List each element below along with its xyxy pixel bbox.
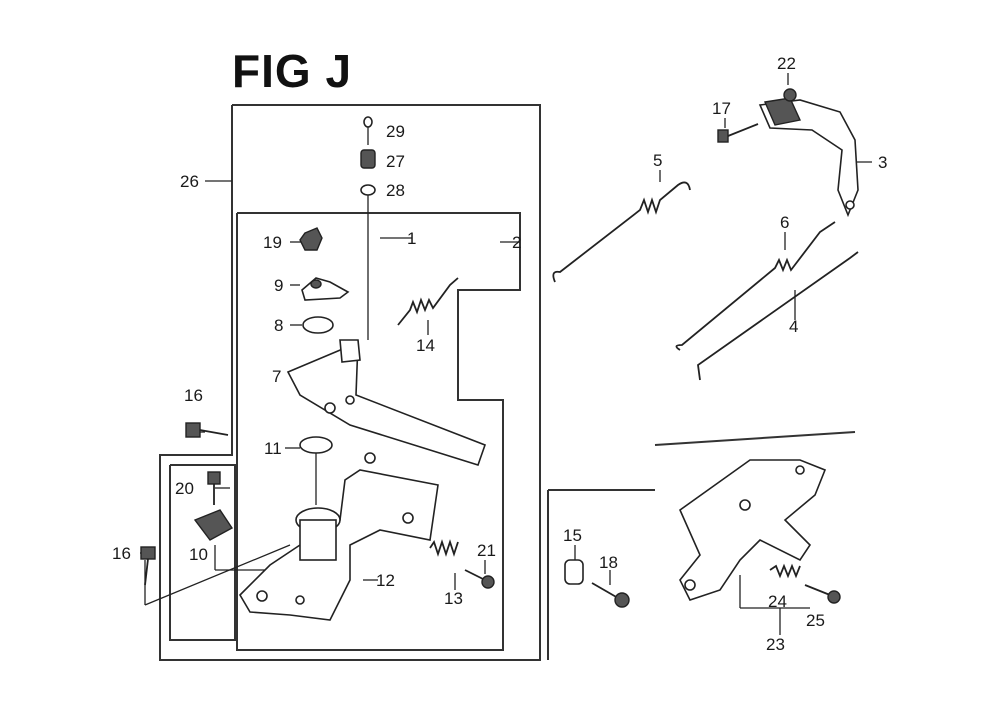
assembly-frames xyxy=(159,104,856,661)
callout-6: 6 xyxy=(780,213,789,232)
part-20-bolt xyxy=(207,471,221,505)
callout-15: 15 xyxy=(563,526,582,545)
callout-16-upper: 16 xyxy=(184,386,203,405)
part-8-washer xyxy=(302,316,334,334)
part-6-spring-rod xyxy=(675,221,836,351)
callout-16-lower: 16 xyxy=(112,544,131,563)
callout-2: 2 xyxy=(512,233,521,252)
callout-27: 27 xyxy=(386,152,405,171)
part-23-bracket-assembly xyxy=(679,459,827,601)
part-21-screw xyxy=(464,569,495,589)
callout-13: 13 xyxy=(444,589,463,608)
part-7-control-lever xyxy=(286,339,487,466)
callout-12: 12 xyxy=(376,571,395,590)
part-27-nut xyxy=(360,149,376,169)
part-28-washer xyxy=(360,184,376,340)
part-16-bolt-upper xyxy=(185,422,229,438)
callout-23: 23 xyxy=(766,635,785,654)
callout-7: 7 xyxy=(272,367,281,386)
part-5-spring-rod xyxy=(552,181,691,283)
figure-title: FIG J xyxy=(232,45,353,97)
part-13-spring xyxy=(429,539,459,557)
callout-8: 8 xyxy=(274,316,283,335)
callout-20: 20 xyxy=(175,479,194,498)
part-19-nut xyxy=(299,227,323,251)
part-3-lever xyxy=(758,97,859,218)
callout-5: 5 xyxy=(653,151,662,170)
part-22-nut xyxy=(783,88,797,102)
callout-19: 19 xyxy=(263,233,282,252)
part-18-bolt xyxy=(591,582,630,608)
callout-10: 10 xyxy=(189,545,208,564)
callout-29: 29 xyxy=(386,122,405,141)
callout-21: 21 xyxy=(477,541,496,560)
part-11-washer xyxy=(299,436,333,505)
part-17-screw xyxy=(717,123,759,143)
callout-22: 22 xyxy=(777,54,796,73)
callout-11: 11 xyxy=(264,439,282,458)
leader-lines xyxy=(140,73,872,635)
callout-14: 14 xyxy=(416,336,435,355)
callout-24: 24 xyxy=(768,592,787,611)
part-14-spring xyxy=(397,277,459,326)
callout-1: 1 xyxy=(407,229,416,248)
callout-3: 3 xyxy=(878,153,887,172)
callout-25: 25 xyxy=(806,611,825,630)
part-16-bolt-lower xyxy=(140,546,156,586)
part-24-spring xyxy=(769,563,801,579)
part-10-clip xyxy=(193,509,234,541)
callout-26: 26 xyxy=(180,172,199,191)
part-15-pin xyxy=(564,559,584,585)
part-29-screw xyxy=(363,116,373,145)
part-12-control-base xyxy=(238,452,439,621)
callout-9: 9 xyxy=(274,276,283,295)
callout-28: 28 xyxy=(386,181,405,200)
callout-labels: 1 2 3 4 5 6 7 8 9 10 11 12 13 14 15 16 1… xyxy=(112,54,887,654)
part-25-screw xyxy=(804,584,841,604)
callout-17: 17 xyxy=(712,99,731,118)
callout-18: 18 xyxy=(599,553,618,572)
part-9-bracket xyxy=(301,277,350,301)
part-4-rod xyxy=(697,251,859,381)
callout-4: 4 xyxy=(789,317,798,336)
